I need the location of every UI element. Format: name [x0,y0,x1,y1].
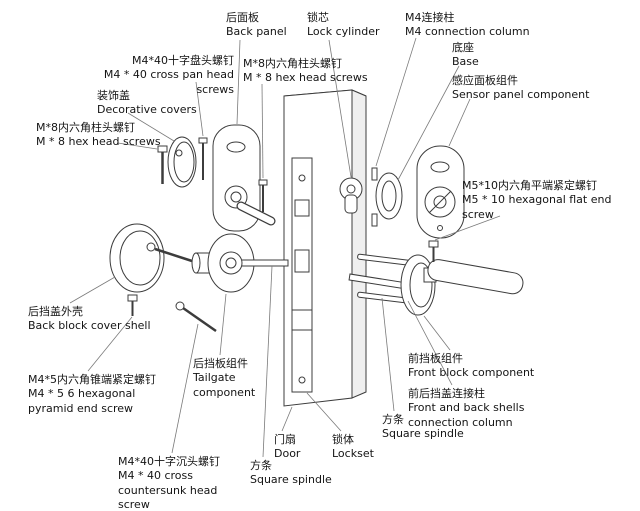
label-m8-hex-screws-left: M*8内六角柱头螺钉 M * 8 hex head screws [36,121,161,150]
label-m8-hex-screws-mid: M*8内六角柱头螺钉 M * 8 hex head screws [243,57,368,86]
label-m4-40-pan-zh: M4*40十字盘头螺钉 [132,54,234,67]
m4-40-pan-screw-part [198,137,208,180]
label-spindle-bottom-en: Square spindle [250,473,332,487]
label-back-panel-en: Back panel [226,25,287,39]
label-sensor-panel-en: Sensor panel component [452,88,590,102]
label-spindle-bottom-zh: 方条 [250,459,272,472]
label-door-zh: 门扇 [274,433,296,446]
label-m4-40-pan-en: M4 * 40 cross pan head screws [103,68,234,96]
label-front-block-component: 前挡板组件 Front block component [408,352,534,381]
label-fb-connection-en: Front and back shells connection column [408,401,525,429]
m4-5-set-screw-part [127,294,138,316]
label-m4-40-cs-en: M4 * 40 cross countersunk head screw [118,469,218,511]
back-panel-part [212,124,276,232]
label-lock-cylinder-en: Lock cylinder [307,25,380,39]
label-m5-10-flat-screw: M5*10内六角平端紧定螺钉 M5 * 10 hexagonal flat en… [462,179,640,222]
label-m4-40-pan-screws: M4*40十字盘头螺钉 M4 * 40 cross pan head screw… [76,54,234,97]
tailgate-component-part [191,233,289,293]
label-m4-40-cs-zh: M4*40十字沉头螺钉 [118,455,220,468]
label-m4-5-zh: M4*5内六角锥端紧定螺钉 [28,373,156,386]
label-decorative-covers: 装饰盖 Decorative covers [97,89,197,118]
label-sensor-panel: 感应面板组件 Sensor panel component [452,74,589,103]
label-base: 底座 Base [452,41,479,70]
label-tailgate-en: Tailgate component [193,371,256,399]
label-m4-5-pyramid-screw: M4*5内六角锥端紧定螺钉 M4 * 5 6 hexagonal pyramid… [28,373,156,416]
label-m8-left-zh: M*8内六角柱头螺钉 [36,121,135,134]
label-spindle-right-zh: 方条 [382,413,404,426]
label-fb-connection-zh: 前后挡盖连接柱 [408,387,485,400]
label-m4-connection-zh: M4连接柱 [405,11,455,24]
m8-hex-screw-mid-part [258,179,268,212]
m5-10-set-screw-part [428,240,439,262]
label-m4-connection-column: M4连接柱 M4 connection column [405,11,530,40]
label-spindle-right-en: Square spindle [382,427,464,441]
m4-connection-column-part [371,167,378,227]
base-part [375,172,403,220]
label-front-block-zh: 前挡板组件 [408,352,463,365]
label-tailgate-component: 后挡板组件 Tailgate component [193,357,283,400]
label-back-block-cover: 后挡盖外壳 Back block cover shell [28,305,151,334]
sensor-panel-part [416,145,465,239]
decorative-cover-part [167,136,197,188]
label-base-zh: 底座 [452,41,474,54]
label-door-en: Door [274,447,301,461]
label-front-back-connection-column: 前后挡盖连接柱 Front and back shells connection… [408,387,553,430]
label-square-spindle-right: 方条 Square spindle [382,413,464,442]
label-m5-10-zh: M5*10内六角平端紧定螺钉 [462,179,597,192]
back-block-cover-part [109,223,165,293]
label-m4-connection-en: M4 connection column [405,25,530,39]
label-lockset-zh: 锁体 [332,433,354,446]
label-lockset-en: Lockset [332,447,374,461]
label-lockset: 锁体 Lockset [332,433,374,462]
label-m8-mid-zh: M*8内六角柱头螺钉 [243,57,342,70]
leader-lines [69,37,501,458]
m8-hex-screw-left-part [157,145,168,184]
label-tailgate-zh: 后挡板组件 [193,357,248,370]
label-decorative-en: Decorative covers [97,103,197,117]
m4-40-countersunk-screw-part [175,301,217,333]
label-square-spindle-bottom: 方条 Square spindle [250,459,332,488]
label-m4-5-en: M4 * 5 6 hexagonal pyramid end screw [28,387,136,415]
label-m8-mid-en: M * 8 hex head screws [243,71,368,85]
label-m4-40-countersunk-screw: M4*40十字沉头螺钉 M4 * 40 cross countersunk he… [118,455,246,511]
label-back-block-zh: 后挡盖外壳 [28,305,83,318]
front-handle-part [423,259,524,295]
label-m8-left-en: M * 8 hex head screws [36,135,161,149]
lock-cylinder-part [339,177,363,214]
label-lock-cylinder: 锁芯 Lock cylinder [307,11,380,40]
pan-screw-diagonal-part [146,242,193,263]
label-decorative-zh: 装饰盖 [97,89,130,102]
label-door: 门扇 Door [274,433,300,462]
label-back-panel: 后面板 Back panel [226,11,287,40]
label-m5-10-en: M5 * 10 hexagonal flat end screw [462,193,612,221]
label-base-en: Base [452,55,479,69]
lockset-body-part [291,157,313,393]
label-back-block-en: Back block cover shell [28,319,151,333]
label-front-block-en: Front block component [408,366,535,380]
label-back-panel-zh: 后面板 [226,11,259,24]
label-lock-cylinder-zh: 锁芯 [307,11,329,24]
label-sensor-panel-zh: 感应面板组件 [452,74,518,87]
